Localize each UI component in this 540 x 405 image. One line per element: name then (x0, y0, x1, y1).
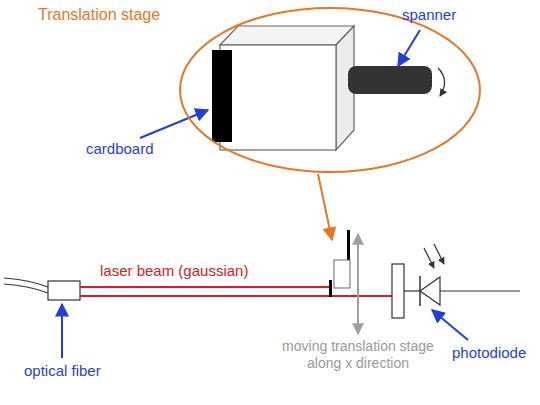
leader-line (61, 304, 63, 358)
part-label: cardboard (86, 140, 154, 158)
leader-line (140, 110, 208, 138)
rotation-arrow (438, 68, 445, 96)
stage-heading: Translation stage (36, 6, 162, 24)
spanner-rod (348, 66, 432, 94)
motion-label: moving translation stage along x directi… (278, 338, 438, 372)
stage-bar (347, 230, 350, 260)
wire (440, 290, 520, 291)
detector-window (392, 264, 404, 318)
leader-line (432, 310, 468, 340)
motion-arrow (357, 234, 359, 334)
leader-line (398, 30, 420, 66)
beam-label: laser beam (gaussian) (100, 262, 248, 280)
light-arrow (424, 248, 434, 268)
cardboard-plate (212, 50, 232, 142)
fiber-cable (4, 284, 48, 293)
light-arrow (434, 244, 444, 264)
laser-beam (80, 295, 392, 297)
diode-symbol (420, 277, 440, 305)
stage-block (220, 26, 354, 150)
part-label: spanner (402, 6, 456, 24)
wire (404, 290, 420, 291)
fiber-cable (4, 278, 48, 287)
laser-beam (80, 286, 330, 288)
cardboard-plate (329, 280, 332, 297)
zoom-arrow (318, 174, 332, 240)
part-label: optical fiber (24, 362, 101, 380)
part-label: photodiode (452, 344, 526, 362)
stage-block (334, 260, 350, 288)
fiber-connector (48, 281, 80, 300)
